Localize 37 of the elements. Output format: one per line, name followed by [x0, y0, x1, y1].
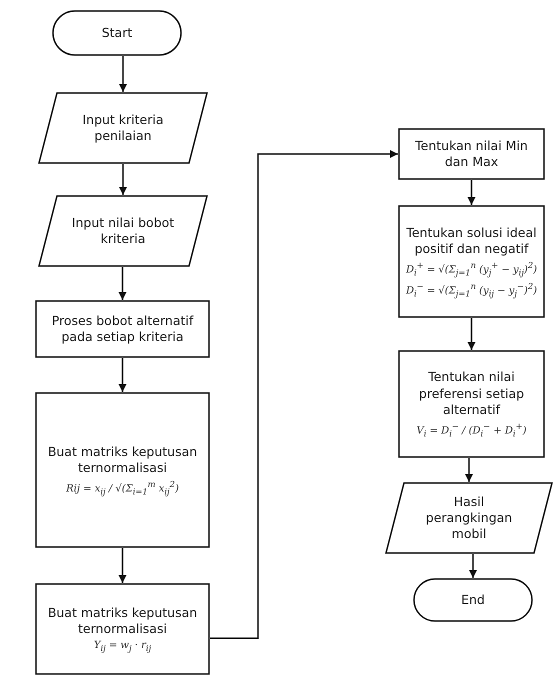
flow-arrow — [119, 56, 127, 92]
step-label: Buat matriks keputusan ternormalisasi — [46, 604, 198, 638]
input-output-parallelogram — [38, 195, 208, 267]
step-label: Proses bobot alternatif pada setiap kriteria — [50, 312, 194, 346]
input-output-parallelogram — [38, 92, 208, 164]
step-label: Hasil perangkingan mobil — [424, 494, 514, 542]
flow-arrow — [469, 554, 477, 578]
process-box — [35, 300, 210, 358]
step-label: Tentukan nilai preferensi setiap alternatif — [418, 369, 526, 418]
process-box — [35, 392, 210, 548]
flow-arrow — [468, 318, 476, 350]
step-label: Buat matriks keputusan ternormalisasi — [46, 444, 198, 476]
step-label: Tentukan solusi ideal positif dan negatif — [405, 224, 538, 258]
formula-text: D$_{i}$$^{−}$ = √(Σ$_{j=1}$$^{n}$ (y$_{ij}$ − y$_{j}$$^{−}$)$^{2}$) — [404, 280, 538, 298]
formula-text: V$_{i}$ = D$_{i}$$^{−}$ / (D$_{i}$$^{−}$ + D$_{i}$$^{+}$) — [416, 421, 528, 439]
terminal-shape — [52, 10, 182, 56]
formula-text: Y$_{ij}$ = w$_{j}$ · r$_{ij}$ — [92, 640, 152, 654]
flow-arrow — [118, 267, 126, 300]
formula-text: Rij = x$_{ij}$ / √(Σ$_{i=1}$$^{m}$ x$_{ij}$$^{2}$) — [65, 479, 180, 496]
flow-arrow — [210, 150, 398, 639]
flow-arrow — [468, 180, 476, 205]
step-label: Input kriteria penilaian — [81, 112, 165, 144]
process-box — [398, 128, 545, 180]
terminal-shape — [413, 578, 533, 622]
flow-arrow — [118, 548, 126, 583]
flow-arrow — [465, 458, 473, 482]
step-label: Input nilai bobot kriteria — [70, 214, 176, 248]
flow-arrow — [118, 358, 126, 392]
step-label: Start — [100, 24, 134, 42]
input-output-parallelogram — [385, 482, 553, 554]
process-box — [398, 205, 545, 318]
step-label: End — [460, 592, 486, 608]
process-box — [398, 350, 545, 458]
formula-text: D$_{i}$$^{+}$ = √(Σ$_{j=1}$$^{n}$ (y$_{j}$$^{+}$ − y$_{ij}$)$^{2}$) — [404, 260, 538, 278]
step-label: Tentukan nilai Min dan Max — [414, 138, 529, 170]
process-box — [35, 583, 210, 675]
flow-arrow — [119, 164, 127, 195]
